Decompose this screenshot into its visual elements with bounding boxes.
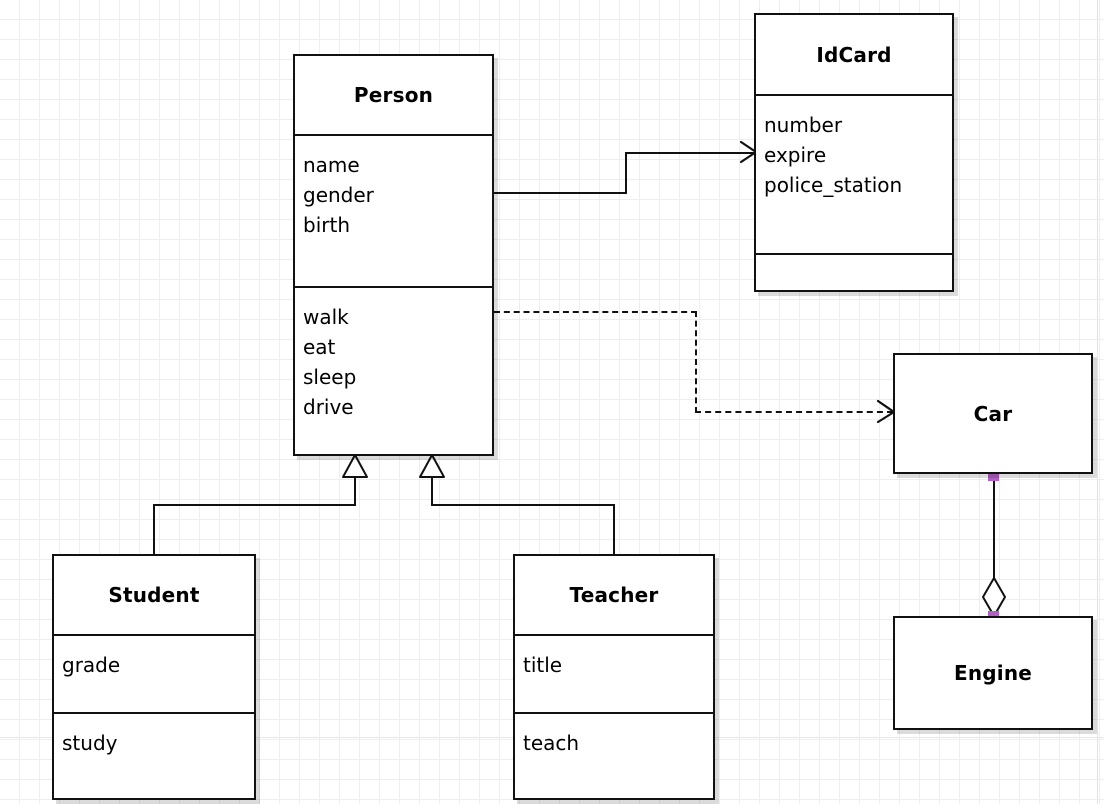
attribute: name — [303, 153, 360, 177]
attribute: number — [764, 113, 843, 137]
assoc-person-idcard-segment-3[interactable] — [625, 152, 755, 154]
class-person[interactable]: Person name gender birth walk eat sleep … — [293, 54, 494, 456]
operation: eat — [303, 335, 336, 359]
attribute: gender — [303, 183, 374, 207]
class-student-attributes: grade — [54, 634, 254, 712]
attribute: grade — [62, 653, 121, 677]
attribute: birth — [303, 213, 350, 237]
class-student-title: Student — [108, 583, 200, 607]
assoc-person-idcard-segment-2[interactable] — [625, 152, 627, 194]
class-engine[interactable]: Engine — [893, 616, 1093, 730]
operation: teach — [523, 731, 580, 755]
class-teacher-operations: teach — [515, 712, 713, 798]
operation: sleep — [303, 365, 357, 389]
attribute: expire — [764, 143, 827, 167]
operation: drive — [303, 395, 354, 419]
operation: walk — [303, 305, 349, 329]
gen-student-person-segment-1[interactable] — [354, 470, 356, 506]
class-idcard-title: IdCard — [816, 42, 892, 67]
dep-person-car-segment-2[interactable] — [695, 311, 697, 413]
class-idcard[interactable]: IdCard number expire police_station — [754, 13, 954, 292]
selection-handle-car-end[interactable] — [988, 470, 999, 481]
class-idcard-operations — [756, 253, 952, 290]
operation: study — [62, 731, 118, 755]
class-car-title: Car — [973, 401, 1013, 426]
class-student-operations: study — [54, 712, 254, 798]
class-teacher-title: Teacher — [569, 583, 659, 607]
class-student[interactable]: Student grade study — [52, 554, 256, 800]
class-person-attributes: name gender birth — [295, 134, 492, 286]
dep-person-car-segment-1[interactable] — [494, 311, 697, 313]
class-person-operations: walk eat sleep drive — [295, 286, 492, 454]
dep-person-car-segment-3[interactable] — [695, 411, 893, 413]
assoc-person-idcard-segment-1[interactable] — [494, 192, 627, 194]
gen-student-person-segment-2[interactable] — [153, 504, 356, 506]
gen-teacher-person-segment-1[interactable] — [431, 470, 433, 506]
attribute: title — [523, 653, 563, 677]
class-car[interactable]: Car — [893, 353, 1093, 474]
gen-teacher-person-segment-3[interactable] — [613, 504, 615, 556]
class-teacher-attributes: title — [515, 634, 713, 712]
page-edge-right — [1097, 0, 1098, 804]
attribute: police_station — [764, 173, 903, 197]
gen-teacher-person-segment-2[interactable] — [431, 504, 615, 506]
class-teacher[interactable]: Teacher title teach — [513, 554, 715, 800]
gen-student-person-segment-3[interactable] — [153, 504, 155, 556]
agg-car-engine-segment[interactable] — [993, 474, 995, 617]
class-engine-title: Engine — [953, 661, 1033, 685]
class-idcard-attributes: number expire police_station — [756, 94, 952, 253]
class-person-title: Person — [353, 83, 434, 107]
